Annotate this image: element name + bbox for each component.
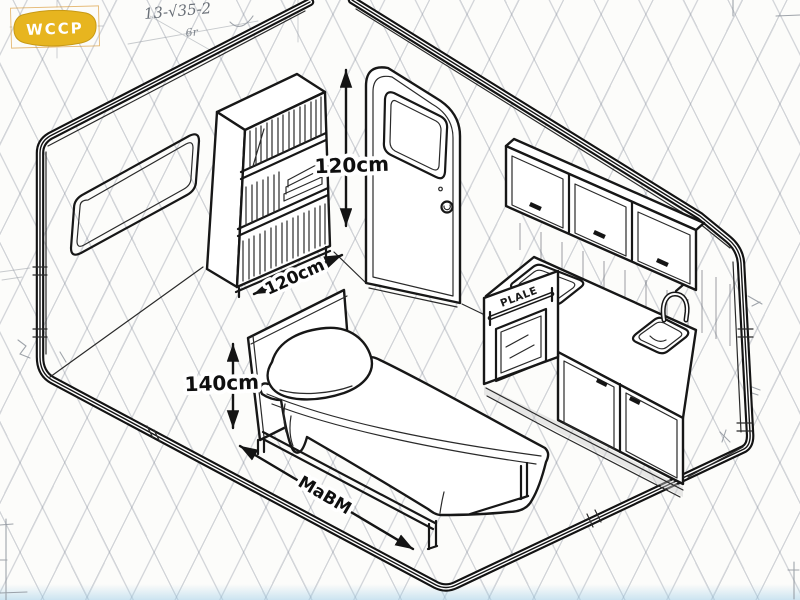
oven-window-shine [505,334,535,359]
blanket-folds [266,393,542,514]
door-knob [440,200,454,214]
base-cabinet-panels [563,360,678,479]
door-window-inner [389,99,442,171]
wall-floor-junction [49,251,744,478]
dimension-bed-height: 140cm [180,342,263,430]
door-inner-frame [372,75,454,297]
bed-height-label: 140cm [184,370,259,397]
door-threshold [368,287,458,308]
door [364,66,462,308]
books-bottom-row [242,203,326,282]
logo: WCCP [9,0,104,59]
left-margin-marks [0,267,31,281]
wall-inner-edge-left [45,10,306,355]
oven-handle-core [489,293,553,319]
oven-window-inner [500,315,542,374]
window-outer-frame [69,133,201,256]
bottom-left-ruler-marks [0,518,28,600]
room-frame-core [39,0,751,589]
logo-guide-line [9,0,104,59]
construction-lines-header [127,15,259,51]
header-notes: 13-√35-2 6r [143,0,212,40]
bed-length-arrow [238,444,415,551]
top-right-ticks [732,0,800,17]
dimension-shelf-height: 120cm [310,68,393,228]
bottom-right-ruler-marks [787,561,800,600]
plinth-lines [485,387,684,498]
room-frame [32,0,755,592]
bookshelf-feet [237,245,328,299]
window-inner-frame [76,142,194,247]
floor-tint-strip [0,584,800,600]
upper-cabinet-dividers [567,172,634,262]
door-knob-detail [443,204,451,211]
frame-segment-ticks [32,266,754,528]
sink-basin-inner [638,321,683,350]
headboard-detail [250,295,348,438]
books-stack [283,163,323,202]
kitchen: PLALE [482,137,731,498]
logo-text: WCCP [26,19,84,39]
header-subnote: 6r [185,25,199,39]
base-cabinet-handles [596,378,641,405]
door-panel [364,66,462,305]
door-window-outer [382,91,449,180]
logo-frame [10,5,100,49]
door-keyhole [438,186,443,192]
sink-basin-outer [631,316,690,355]
pillow [266,326,374,401]
oven-handle-caps [488,286,554,327]
faucet-core [662,293,689,321]
books-middle-row [245,171,280,226]
faucet-lever [674,283,685,293]
left-zigzag-marks [17,339,67,363]
sink-shine [649,335,667,342]
shelf-width-arrow [252,253,344,296]
header-note: 13-√35-2 [143,0,212,23]
kitchen-sink [631,283,690,355]
upper-cabinet-handles [529,202,669,267]
logo-badge [13,9,97,47]
right-margin-marks [719,295,763,443]
check-scribble [229,15,254,28]
books-top-row [249,96,322,169]
shelf-height-label: 120cm [314,152,389,179]
bed [246,288,550,551]
left-wall-window [69,133,201,256]
pillow-crease [279,385,353,395]
upper-cabinet-panels [511,155,691,285]
bookshelf [205,72,332,299]
oven-window-outer [494,307,548,383]
oven: PLALE [482,269,560,386]
